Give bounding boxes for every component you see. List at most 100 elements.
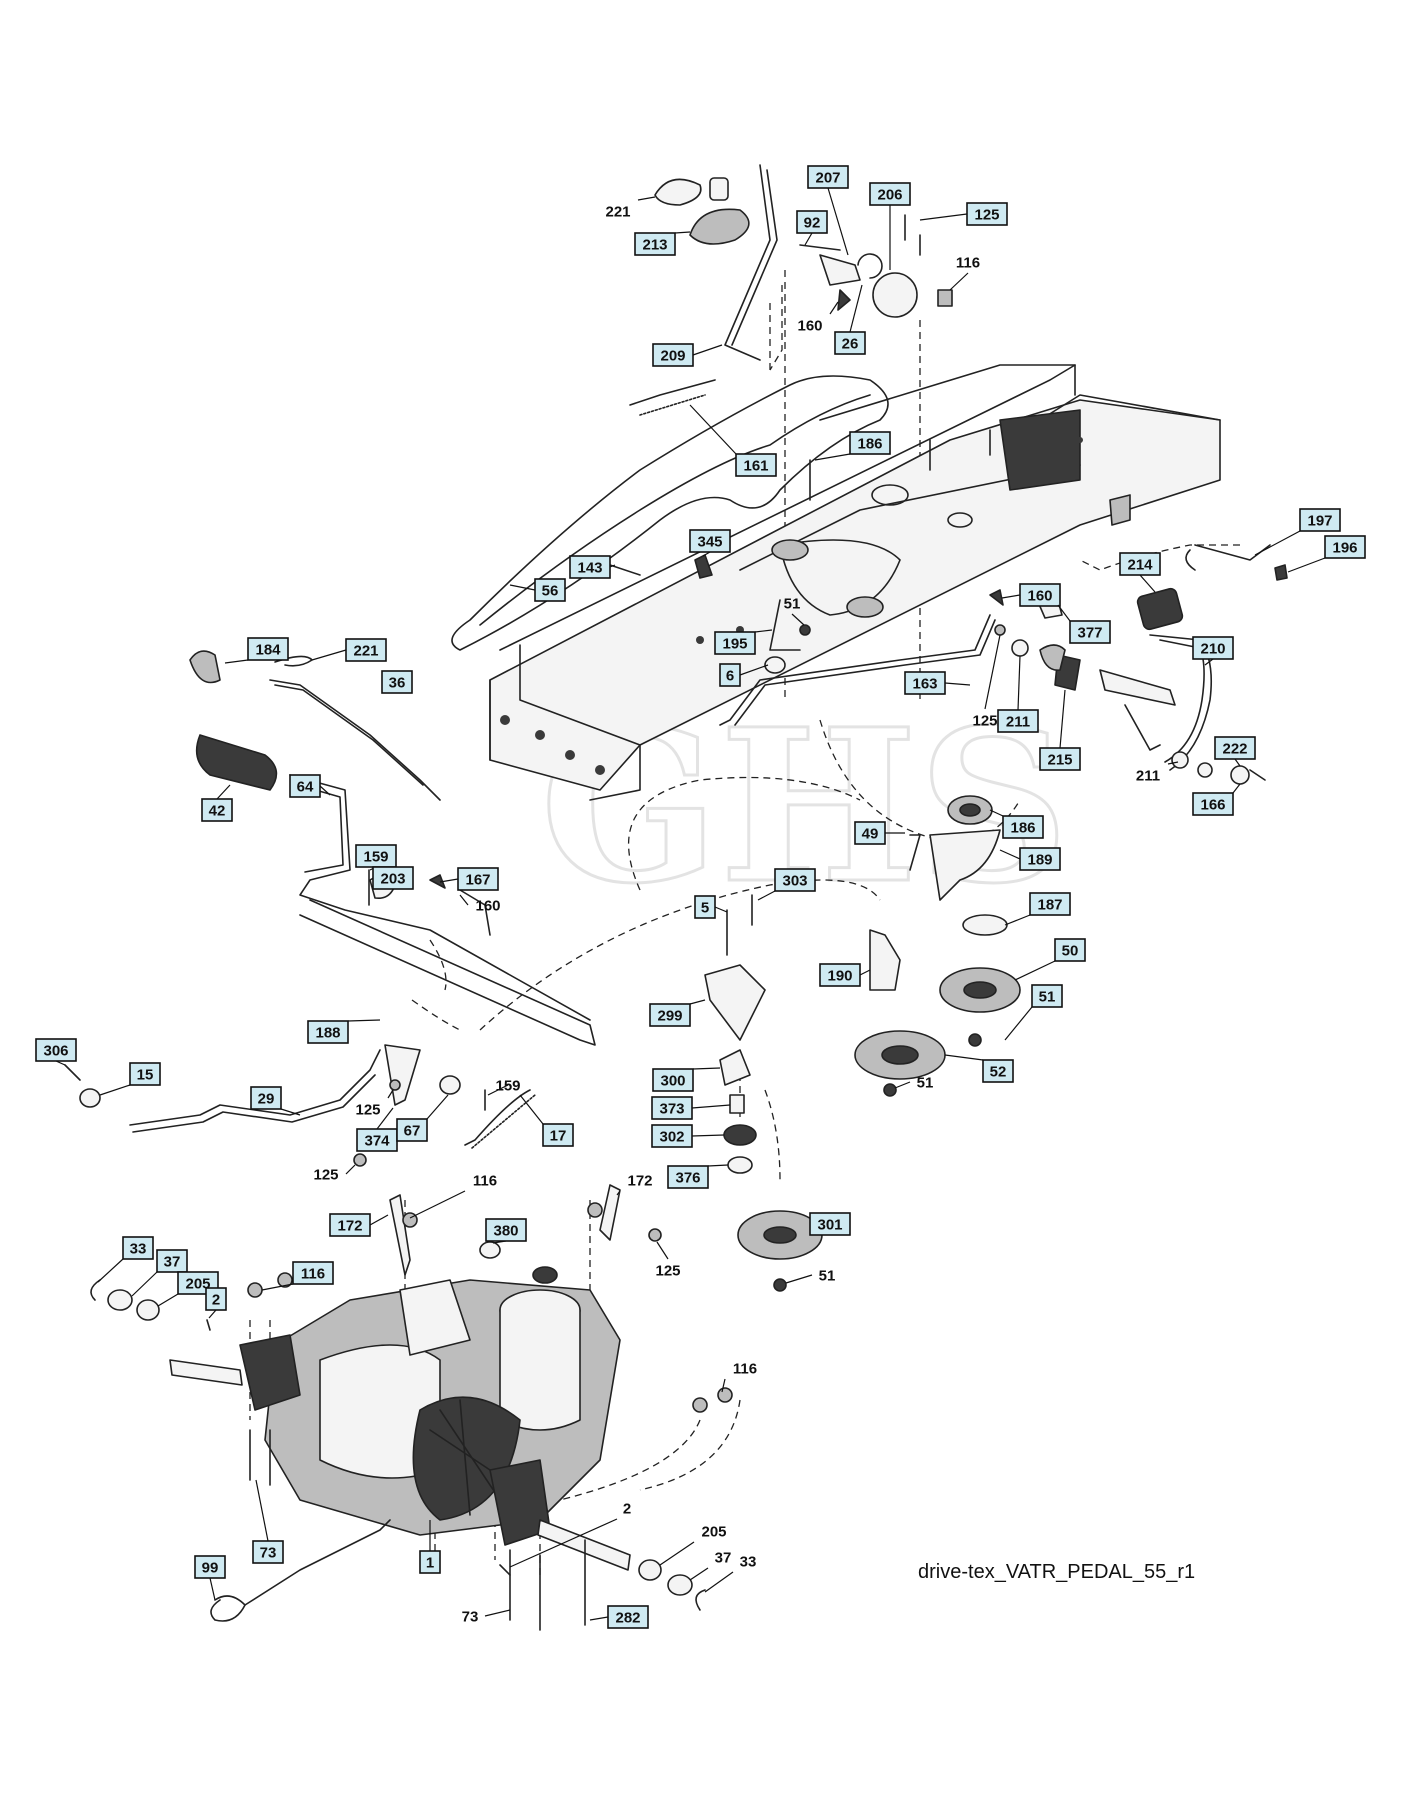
leader-line [1014, 960, 1056, 981]
callout-116: 116 [261, 1261, 334, 1291]
bolt-345 [694, 554, 713, 579]
bracket-195 [769, 599, 801, 651]
callout-51: 51 [784, 596, 805, 626]
callout-text: 206 [877, 187, 902, 204]
callout-text: 299 [657, 1008, 682, 1025]
leader-line [754, 629, 773, 633]
callout-text: 377 [1077, 625, 1102, 642]
callout-166: 166 [1192, 783, 1241, 816]
callout-text: 207 [815, 170, 840, 187]
callout-67: 67 [396, 1094, 449, 1142]
callout-303: 303 [757, 868, 816, 901]
callout-300: 300 [652, 1067, 721, 1092]
callout-box [485, 1218, 527, 1242]
callout-box [1019, 847, 1061, 871]
key-2a [206, 1319, 211, 1331]
washer-205a [136, 1299, 160, 1321]
callout-99: 99 [194, 1555, 226, 1601]
callout-box [904, 671, 946, 695]
callout-189: 189 [999, 847, 1061, 871]
callout-box [869, 182, 911, 206]
spring-99 [210, 1519, 391, 1622]
callout-box [156, 1249, 188, 1273]
leader-line [1017, 655, 1021, 711]
callout-33: 33 [97, 1236, 154, 1283]
callout-172: 172 [616, 1173, 653, 1196]
shaft-188 [299, 899, 596, 1046]
pedal-arm-64 [289, 774, 591, 1021]
callout-207: 207 [807, 165, 849, 256]
callout-205: 205 [659, 1524, 727, 1566]
leader-line [208, 1309, 217, 1319]
brake-pedal-assembly [719, 544, 1288, 785]
callout-167: 167 [439, 867, 499, 891]
diagram-caption: drive-tex_VATR_PEDAL_55_r1 [918, 1561, 1195, 1583]
leader-line [347, 1019, 381, 1022]
callout-51: 51 [1004, 984, 1063, 1041]
callout-text: 49 [862, 826, 879, 843]
leader-line [409, 1190, 466, 1219]
washer-37b [667, 1574, 693, 1596]
leader-line [99, 1084, 131, 1096]
callout-211: 211 [997, 655, 1039, 733]
callout-282: 282 [589, 1605, 649, 1629]
leader-line [426, 1094, 449, 1120]
callout-text: 172 [337, 1218, 362, 1235]
callout-345: 345 [689, 529, 731, 557]
callout-box [205, 1287, 227, 1311]
bracket-299 [704, 964, 766, 1041]
callout-text: 189 [1027, 852, 1052, 869]
leader-line [484, 1609, 511, 1617]
callout-box [1039, 747, 1081, 771]
transaxle-assembly [90, 1153, 733, 1631]
spacer-6 [764, 656, 786, 674]
callout-125: 125 [355, 1089, 394, 1119]
washer-205b [638, 1559, 662, 1581]
callout-box [714, 631, 756, 655]
bracket-172a [389, 1194, 411, 1276]
leader-line [704, 1571, 734, 1593]
callout-209: 209 [652, 343, 723, 367]
leader-line [691, 1104, 731, 1109]
callout-box [542, 1123, 574, 1147]
callout-box [834, 331, 866, 355]
callout-text: 167 [465, 872, 490, 889]
callout-text: 116 [733, 1361, 757, 1378]
leader-line [999, 849, 1021, 860]
callout-73: 73 [252, 1479, 284, 1564]
nut-51d [773, 1278, 787, 1292]
callout-17: 17 [519, 1094, 574, 1147]
leader-line [369, 1214, 389, 1226]
leader-line [1001, 594, 1021, 599]
callout-box [396, 1118, 428, 1142]
callout-text: 52 [990, 1064, 1007, 1081]
callout-text: 197 [1307, 513, 1332, 530]
callout-190: 190 [819, 963, 871, 987]
leader-line [739, 664, 769, 676]
callout-text: 67 [404, 1123, 421, 1140]
callout-160: 160 [459, 894, 501, 915]
nut-116 [937, 289, 953, 307]
callout-box [1054, 938, 1086, 962]
callout-text: 221 [353, 643, 378, 660]
callout-box [419, 1550, 441, 1574]
callout-51: 51 [785, 1268, 835, 1285]
callout-159: 159 [487, 1078, 521, 1096]
leader-line [785, 1274, 813, 1284]
callout-text: 172 [627, 1173, 652, 1190]
callout-box [35, 1038, 77, 1062]
callout-text: 37 [164, 1254, 181, 1271]
drive-pedal-linkage [64, 650, 596, 1149]
center-idler-assembly [704, 894, 823, 1292]
callout-box [345, 638, 387, 662]
leader-line [849, 284, 863, 333]
callout-172: 172 [329, 1213, 389, 1237]
leader-line [509, 584, 536, 591]
callout-box [634, 232, 676, 256]
leader-line [791, 613, 805, 626]
leader-line [814, 453, 851, 461]
leader-line [311, 649, 347, 661]
leader-line [919, 213, 968, 221]
leader-line [224, 659, 249, 664]
